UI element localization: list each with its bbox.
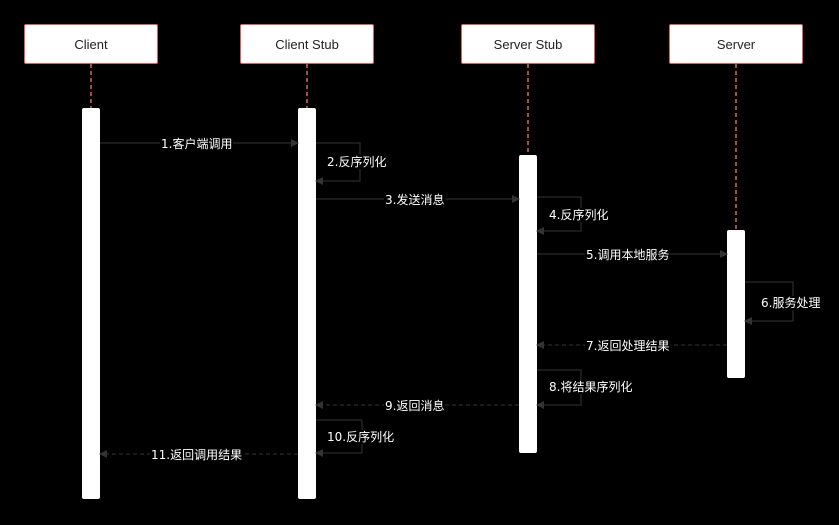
- activation-server-stub: [519, 155, 537, 453]
- activation-client: [82, 108, 100, 499]
- message-label-10: 10.反序列化: [326, 430, 396, 444]
- actor-client-label: Client: [74, 36, 108, 52]
- activation-server: [727, 230, 745, 378]
- message-label-9: 9.返回消息: [384, 399, 446, 413]
- message-label-8: 8.将结果序列化: [548, 380, 634, 394]
- message-label-7: 7.返回处理结果: [585, 339, 671, 353]
- actor-server-stub: Server Stub: [461, 24, 595, 64]
- message-label-4: 4.反序列化: [548, 208, 610, 222]
- message-label-1: 1.客户端调用: [160, 137, 234, 151]
- actor-client-stub: Client Stub: [240, 24, 374, 64]
- actor-server: Server: [669, 24, 803, 64]
- message-label-11: 11.返回调用结果: [150, 448, 244, 462]
- message-label-2: 2.反序列化: [326, 155, 388, 169]
- actor-client-stub-label: Client Stub: [275, 36, 339, 52]
- message-label-5: 5.调用本地服务: [585, 248, 671, 262]
- actor-server-label: Server: [716, 36, 756, 52]
- message-label-6: 6.服务处理: [760, 296, 822, 310]
- activation-client-stub: [298, 108, 316, 499]
- message-label-3: 3.发送消息: [384, 193, 446, 207]
- actor-client: Client: [24, 24, 158, 64]
- actor-server-stub-label: Server Stub: [493, 36, 563, 52]
